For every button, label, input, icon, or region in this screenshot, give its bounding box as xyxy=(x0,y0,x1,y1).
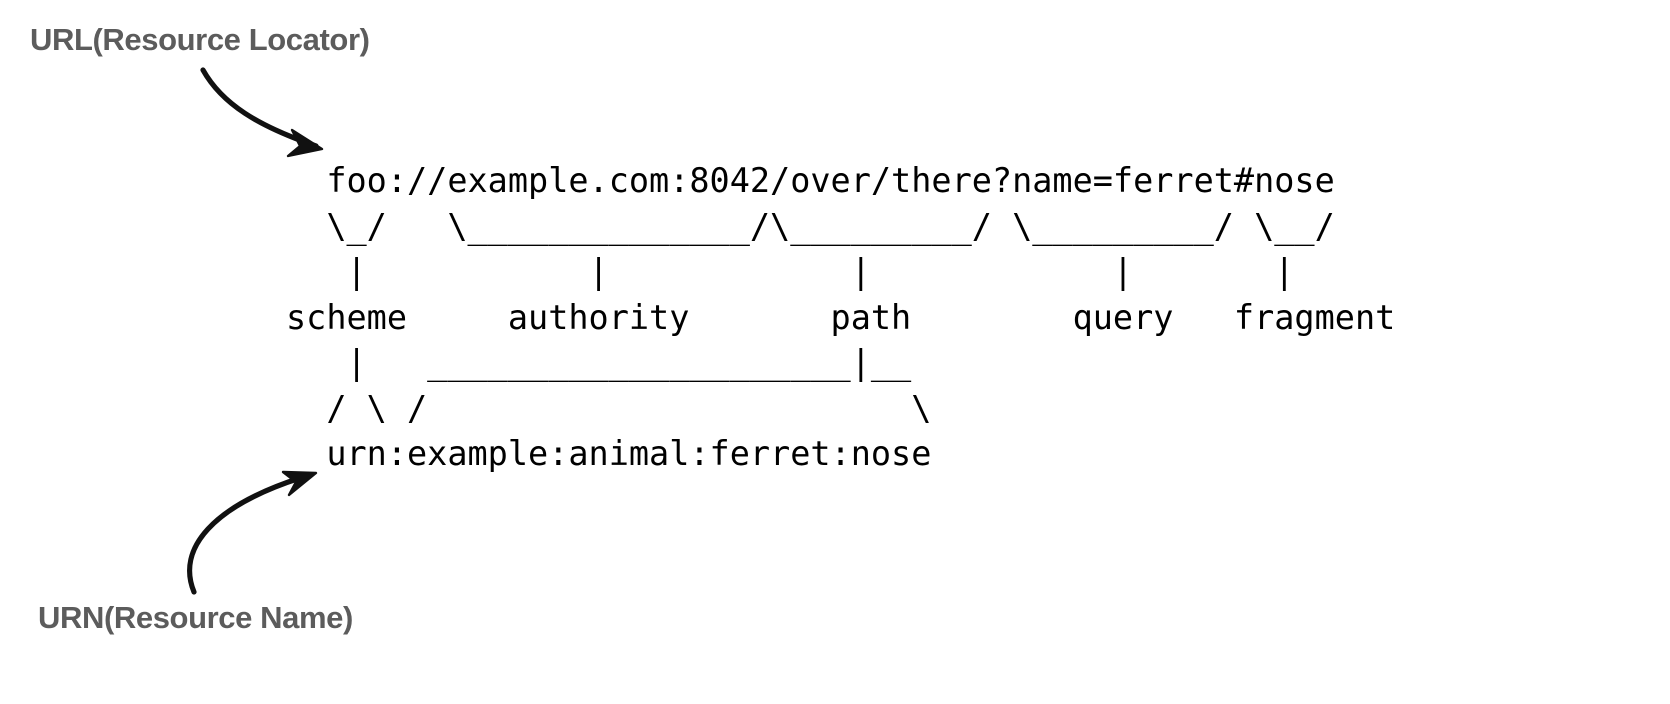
ascii-line-url: foo://example.com:8042/over/there?name=f… xyxy=(286,161,1335,200)
urn-annotation-label: URN(Resource Name) xyxy=(38,600,353,635)
urn-annotation-arrow-icon xyxy=(187,470,318,595)
ascii-line-stems-upper: | | | | | xyxy=(286,252,1295,291)
ascii-line-stems-lower: | _____________________|__ xyxy=(286,343,912,382)
ascii-line-component-labels: scheme authority path query fragment xyxy=(286,297,1396,337)
uri-ascii-diagram: foo://example.com:8042/over/there?name=f… xyxy=(286,158,1395,477)
ascii-line-brackets: \_/ \______________/\_________/ \_______… xyxy=(286,206,1335,246)
url-annotation-arrow-icon xyxy=(200,67,324,158)
ascii-line-urn: urn:example:animal:ferret:nose xyxy=(286,434,932,473)
url-annotation-label: URL(Resource Locator) xyxy=(30,22,370,57)
ascii-line-urn-brackets: / \ / \ xyxy=(286,388,932,428)
